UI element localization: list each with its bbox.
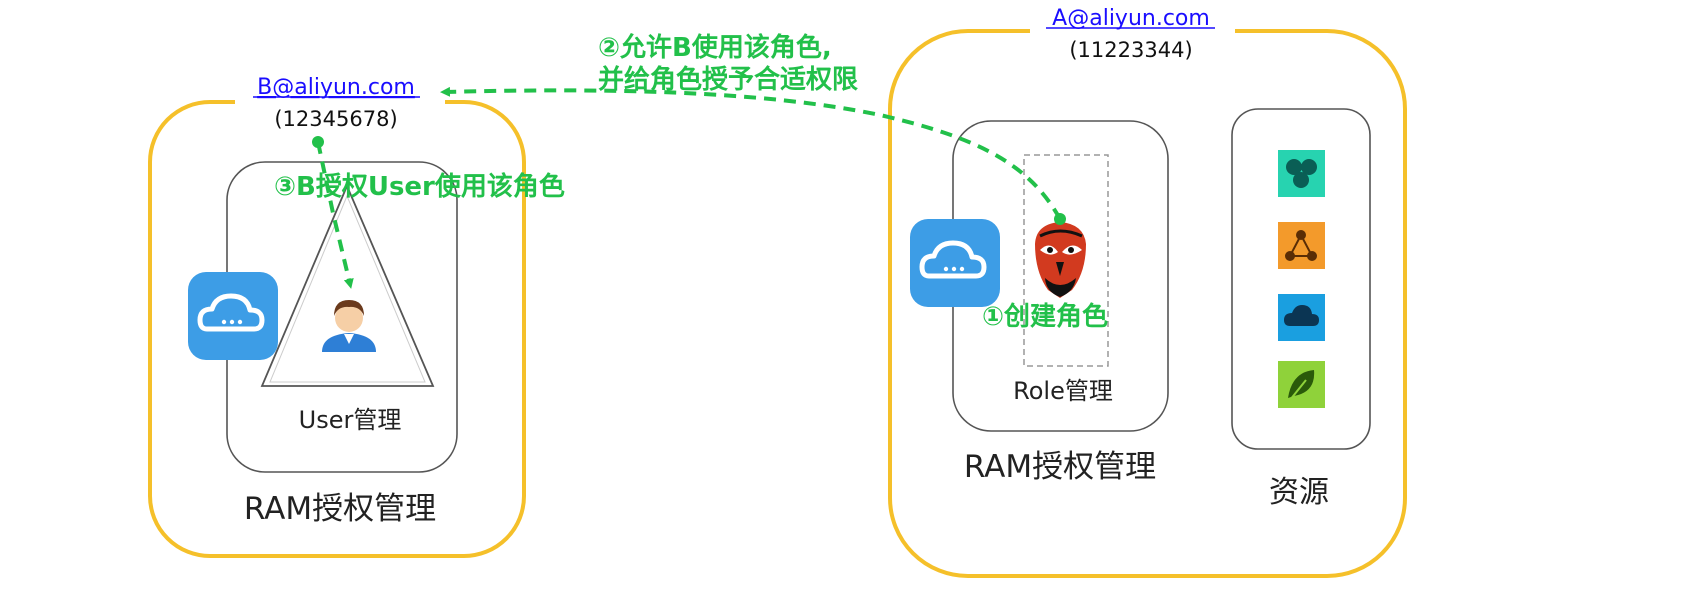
step2-label-line2: 并给角色授予合适权限 [598,64,858,95]
resource-label: 资源 [1269,475,1329,510]
role-mgmt-label: Role管理 [1013,377,1113,405]
step3-label: ③B授权User使用该角色 [274,171,565,202]
ram-cloud-icon-b [188,272,278,360]
user-mgmt-label: User管理 [299,406,402,434]
user-avatar-icon [322,300,376,352]
role-dashed-box [1023,154,1109,367]
account-b-ram-label: RAM授权管理 [244,491,436,527]
green-leaf-icon [1278,361,1325,408]
orange-network-icon [1278,222,1325,269]
user-group-triangle [260,183,435,387]
account-a-ram-label: RAM授权管理 [964,449,1156,485]
account-a-email[interactable]: A@aliyun.com [1052,6,1210,31]
step1-label: ①创建角色 [982,301,1108,332]
account-a-id: (11223344) [1069,38,1192,62]
opera-mask-icon [1035,222,1086,298]
resource-panel [1231,108,1371,450]
account-b-email[interactable]: B@aliyun.com [257,75,415,100]
blue-cloud-icon [1278,294,1325,341]
ram-cloud-icon-a [910,219,1000,307]
step2-label-line1: ②允许B使用该角色, [598,32,832,63]
account-b-id: (12345678) [274,107,397,131]
teal-clover-icon [1278,150,1325,197]
